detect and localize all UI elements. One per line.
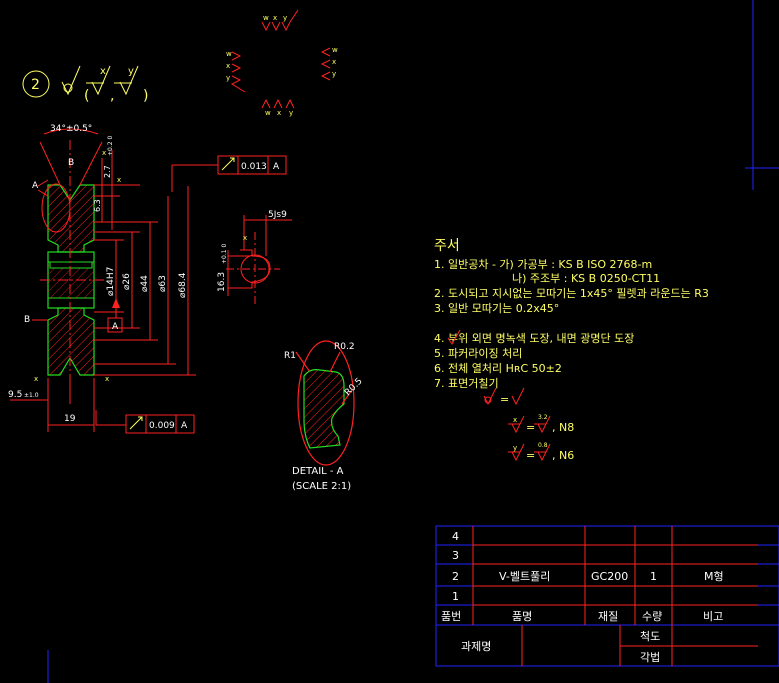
parts-table — [435, 525, 779, 667]
dia-26: ⌀26 — [122, 273, 132, 290]
width-19: 19 — [64, 414, 76, 424]
detail-view — [295, 340, 355, 466]
item-marker-number: 2 — [31, 77, 40, 93]
eq3-ra: 0.8 — [538, 442, 548, 449]
groove-depth: 2.7 — [103, 165, 112, 178]
item-marker: 2 ( x , y ) — [22, 65, 148, 104]
paren-open: ( — [84, 88, 89, 104]
row2-material: GC200 — [591, 570, 628, 583]
eq2-n: , N8 — [552, 421, 574, 434]
surf-top-y: y — [283, 14, 287, 22]
runout-frame-top: 0.013 A — [217, 155, 287, 175]
dia-44: ⌀44 — [140, 275, 150, 292]
label-a-top: A — [32, 181, 39, 191]
runout-frame-bottom: 0.009 A — [125, 414, 195, 434]
eq2-sym: x — [513, 416, 517, 424]
surf-bottom-y: y — [289, 109, 293, 117]
surf-x-main-4: x — [105, 375, 109, 383]
groove-ref: 6.3 — [93, 199, 102, 212]
main-dimensions — [10, 128, 218, 432]
detail-scale: (SCALE 2:1) — [292, 481, 351, 492]
surf-x-main-2: x — [102, 149, 106, 157]
runout-bottom-datum: A — [181, 421, 188, 431]
surf-top-w: w — [263, 14, 269, 22]
eq1-equals: = — [500, 393, 509, 406]
project-label: 과제명 — [461, 640, 491, 653]
note-line-6: 6. 전체 열처리 HʀC 50±2 — [434, 362, 562, 375]
note-line-3: 3. 일반 모따기는 0.2x45° — [434, 301, 559, 315]
surface-symbol-groups — [230, 9, 331, 109]
note-line-5: 5. 파커라이징 처리 — [434, 347, 522, 360]
notes-heading: 주서 — [434, 238, 460, 254]
surf-x-main-3: x — [34, 375, 38, 383]
notes: 주서 1. 일반공차 - 가) 가공부 : KS B ISO 2768-m 나)… — [434, 238, 709, 462]
surf-bottom-x: x — [277, 109, 281, 117]
crosshair — [47, 0, 779, 683]
offset-9-5-tol: ±1.0 — [24, 392, 39, 399]
eq3-sym: y — [513, 444, 517, 452]
surf-right-w: w — [332, 46, 338, 54]
header-material: 재질 — [598, 610, 618, 623]
label-b-left: B — [24, 315, 30, 325]
runout-top-value: 0.013 — [241, 162, 267, 172]
paren-close: ) — [143, 88, 148, 104]
row2-no: 2 — [452, 570, 459, 583]
dia-68-4: ⌀68.4 — [178, 272, 188, 298]
label-b-top: B — [68, 158, 74, 168]
keyway-depth-tol: +0.1 0 — [221, 244, 228, 264]
surf-top-x: x — [273, 14, 277, 22]
note-line-1: 1. 일반공차 - 가) 가공부 : KS B ISO 2768-m — [434, 257, 652, 271]
row3-no: 3 — [452, 549, 459, 562]
key-view — [226, 215, 292, 304]
runout-bottom-value: 0.009 — [149, 421, 175, 431]
note-line-7: 7. 표면거칠기 — [434, 377, 499, 390]
scale-label: 척도 — [640, 630, 660, 643]
main-x-label: x — [100, 66, 106, 77]
comma: , — [110, 88, 114, 104]
row4-no: 4 — [452, 530, 459, 543]
main-y-label: y — [128, 66, 134, 77]
row2-qty: 1 — [650, 570, 657, 583]
datum-a-box — [107, 317, 123, 333]
dia-63: ⌀63 — [158, 275, 168, 292]
surf-left-x: x — [226, 62, 230, 70]
datum-a-label: A — [112, 322, 119, 332]
header-name: 품명 — [512, 610, 532, 623]
groove-depth-tol: +0.2 0 — [107, 136, 114, 156]
detail-r1: R1 — [284, 351, 296, 361]
keyway-width: 5Js9 — [268, 210, 287, 220]
offset-9-5: 9.5 — [8, 390, 22, 400]
note4-symbol — [447, 329, 461, 345]
surf-bottom-w: w — [265, 109, 271, 117]
header-no: 품번 — [441, 610, 461, 623]
row2-remark: M형 — [704, 570, 724, 583]
row1-no: 1 — [452, 590, 459, 603]
header-qty: 수량 — [642, 610, 662, 623]
runout-top-datum: A — [273, 162, 280, 172]
datum-triangle — [112, 298, 120, 308]
eq3-n: , N6 — [552, 449, 574, 462]
note-line-4: 4. 부위 외면 명녹색 도장, 내면 광명단 도장 — [434, 332, 634, 345]
surf-right-y: y — [332, 70, 336, 78]
keyway-depth: 16.3 — [217, 272, 227, 292]
eq2-equals: = — [526, 421, 535, 434]
projection-label: 각법 — [640, 651, 660, 664]
eq2-ra: 3.2 — [538, 414, 548, 421]
key-surf-x: x — [243, 234, 247, 242]
surf-x-main-1: x — [117, 176, 121, 184]
bore-dia: ⌀14H7 — [106, 267, 116, 296]
main-view — [40, 140, 104, 395]
row2-name: V-벨트풀리 — [499, 570, 550, 583]
surf-left-y: y — [226, 74, 230, 82]
header-remark: 비고 — [703, 610, 723, 623]
note-line-2: 2. 도시되고 지시없는 모따기는 1x45° 필렛과 라운드는 R3 — [434, 287, 709, 300]
groove-angle: 34°±0.5° — [50, 124, 92, 134]
note-line-1b: 나) 주조부 : KS B 0250-CT11 — [512, 272, 660, 285]
detail-title: DETAIL - A — [292, 466, 344, 477]
surf-right-x: x — [332, 58, 336, 66]
eq3-equals: = — [526, 449, 535, 462]
surf-left-w: w — [226, 50, 232, 58]
detail-r0-2: R0.2 — [334, 342, 355, 352]
